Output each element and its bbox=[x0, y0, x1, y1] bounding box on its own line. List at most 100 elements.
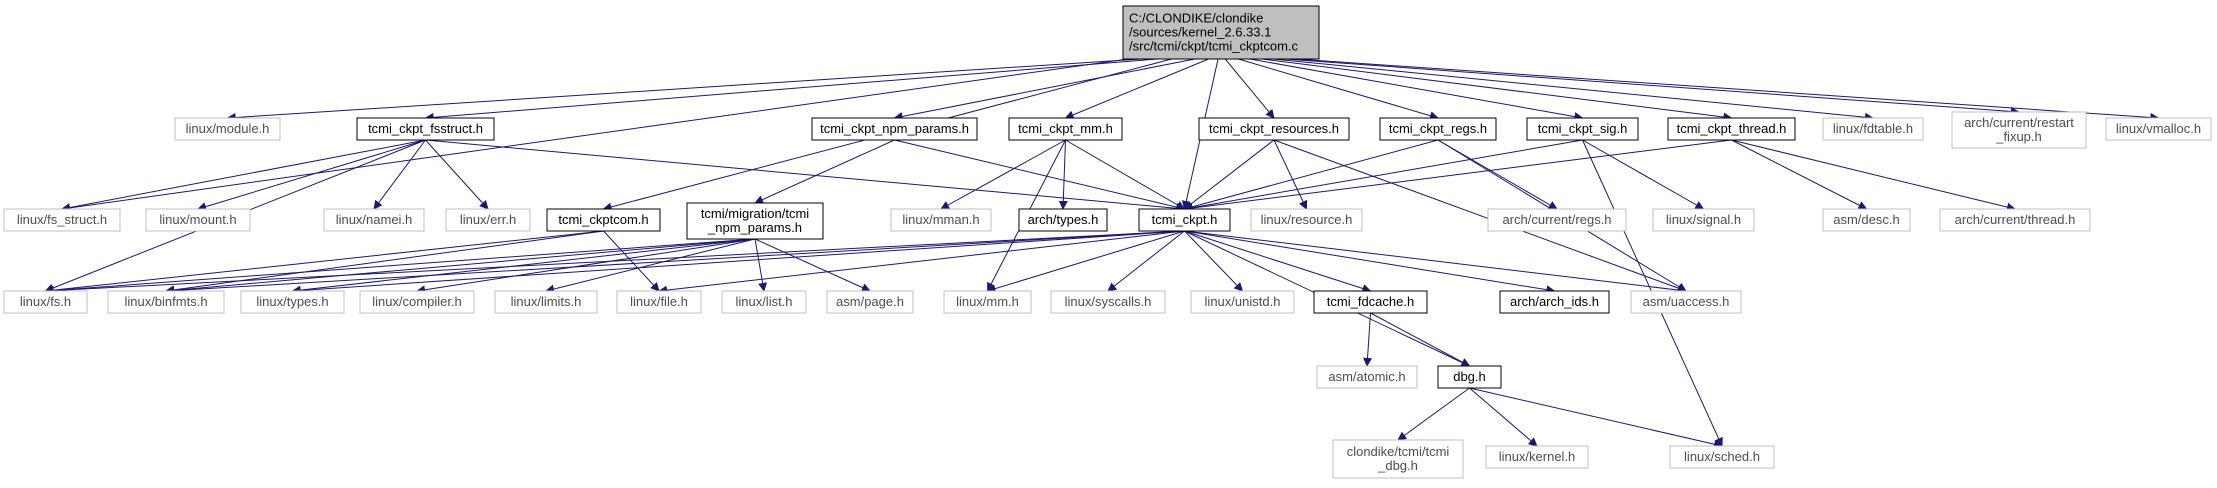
node-tcmi-ckpt-mm[interactable]: tcmi_ckpt_mm.h bbox=[1008, 117, 1123, 141]
node-dbg[interactable]: dbg.h bbox=[1437, 365, 1502, 389]
node-label: tcmi_ckpt_fsstruct.h bbox=[368, 121, 483, 136]
node-linux-syscalls: linux/syscalls.h bbox=[1050, 290, 1166, 314]
node-linux-list: linux/list.h bbox=[721, 290, 807, 314]
node-label: tcmi_ckptcom.h bbox=[558, 212, 648, 227]
node-label: linux/signal.h bbox=[1666, 212, 1741, 227]
edge-root-to-linux_fs_struct bbox=[61, 58, 1129, 213]
node-label: linux/types.h bbox=[256, 294, 328, 309]
node-label: linux/list.h bbox=[735, 294, 792, 309]
node-box bbox=[1487, 208, 1627, 232]
node-linux-sched: linux/sched.h bbox=[1669, 445, 1775, 469]
edge-root-to-linux_vmalloc bbox=[1295, 58, 2160, 122]
node-tcmi-ckpt-regs[interactable]: tcmi_ckpt_regs.h bbox=[1379, 117, 1497, 141]
node-arch-types[interactable]: arch/types.h bbox=[1018, 208, 1108, 232]
node-label: tcmi/migration/tcmi bbox=[701, 206, 809, 221]
node-label: tcmi_fdcache.h bbox=[1327, 294, 1414, 309]
node-box bbox=[323, 208, 425, 232]
node-label: linux/syscalls.h bbox=[1065, 294, 1152, 309]
node-linux-compiler: linux/compiler.h bbox=[359, 290, 475, 314]
edge-tcmi_ckpt_regs-to-tcmi_ckpt bbox=[1183, 139, 1439, 212]
node-box bbox=[1951, 111, 2087, 149]
edges-layer bbox=[44, 58, 2160, 449]
node-label: linux/unistd.h bbox=[1205, 294, 1281, 309]
node-label: _dbg.h bbox=[1377, 458, 1418, 473]
edge-root-to-tcmi_ckpt_sig bbox=[1249, 58, 1584, 122]
edge-tcmi_ckpt-to-linux_fs bbox=[44, 230, 1185, 296]
node-tcmi-ckpt-npm-params[interactable]: tcmi_ckpt_npm_params.h bbox=[811, 117, 978, 141]
node-label: tcmi_ckpt.h bbox=[1152, 212, 1218, 227]
node-tcmi-ckpt-fsstruct[interactable]: tcmi_ckpt_fsstruct.h bbox=[356, 117, 495, 141]
node-label: dbg.h bbox=[1453, 369, 1486, 384]
edge-tcmi_ckpt-to-asm_uaccess bbox=[1184, 230, 1687, 295]
node-root[interactable]: C:/CLONDIKE/clondike/sources/kernel_2.6.… bbox=[1122, 5, 1320, 60]
node-label: asm/uaccess.h bbox=[1643, 294, 1730, 309]
edge-tcmi_ckpt_npm_params-to-tcmi_ckpt bbox=[894, 139, 1186, 212]
node-linux-signal: linux/signal.h bbox=[1652, 208, 1755, 232]
node-label: linux/sched.h bbox=[1684, 449, 1760, 464]
node-label: linux/compiler.h bbox=[372, 294, 462, 309]
node-linux-mman: linux/mman.h bbox=[890, 208, 992, 232]
node-clondike-dbg: clondike/tcmi/tcmi_dbg.h bbox=[1332, 439, 1464, 479]
edge-root-to-linux_module bbox=[226, 58, 1142, 122]
node-label: asm/desc.h bbox=[1833, 212, 1899, 227]
node-tcmi-fdcache[interactable]: tcmi_fdcache.h bbox=[1313, 290, 1428, 314]
node-box bbox=[686, 202, 824, 240]
node-label: arch/types.h bbox=[1028, 212, 1099, 227]
edge-tcmi_migration_npm-to-linux_compiler bbox=[416, 238, 756, 295]
node-asm-desc: asm/desc.h bbox=[1822, 208, 1911, 232]
edge-tcmi_ckpt_resources-to-asm_uaccess bbox=[1273, 139, 1687, 293]
node-label: linux/kernel.h bbox=[1499, 449, 1576, 464]
node-box bbox=[359, 290, 475, 314]
node-linux-kernel: linux/kernel.h bbox=[1485, 445, 1589, 469]
edge-dbg-to-linux_kernel bbox=[1469, 387, 1538, 447]
edge-tcmi_ckptcom_h-to-linux_fs bbox=[44, 230, 604, 295]
node-linux-vmalloc: linux/vmalloc.h bbox=[2105, 117, 2212, 141]
node-label: linux/mm.h bbox=[956, 294, 1019, 309]
edge-tcmi_ckpt_fsstruct-to-linux_mount bbox=[197, 139, 426, 211]
node-tcmi-ckpt[interactable]: tcmi_ckpt.h bbox=[1138, 208, 1231, 232]
node-label: linux/vmalloc.h bbox=[2116, 121, 2201, 136]
edge-tcmi_ckpt-to-linux_unistd bbox=[1184, 230, 1244, 292]
node-asm-uaccess: asm/uaccess.h bbox=[1630, 290, 1742, 314]
node-label: /sources/kernel_2.6.33.1 bbox=[1129, 25, 1271, 40]
node-label: _fixup.h bbox=[1995, 129, 2042, 144]
node-box bbox=[3, 208, 121, 232]
node-arch-restart-fixup: arch/current/restart_fixup.h bbox=[1951, 111, 2087, 149]
node-box bbox=[1939, 208, 2091, 232]
edge-tcmi_ckpt-to-arch_ids bbox=[1184, 230, 1556, 295]
node-box bbox=[721, 290, 807, 314]
node-label: asm/page.h bbox=[836, 294, 904, 309]
node-label: linux/limits.h bbox=[511, 294, 582, 309]
node-box bbox=[1316, 365, 1418, 389]
node-label: linux/mman.h bbox=[902, 212, 979, 227]
node-tcmi-ckptcom-h[interactable]: tcmi_ckptcom.h bbox=[546, 208, 661, 232]
node-tcmi-ckpt-thread[interactable]: tcmi_ckpt_thread.h bbox=[1667, 117, 1796, 141]
node-arch-regs: arch/current/regs.h bbox=[1487, 208, 1627, 232]
node-box bbox=[1018, 208, 1108, 232]
node-tcmi-ckpt-resources[interactable]: tcmi_ckpt_resources.h bbox=[1198, 117, 1350, 141]
edge-tcmi_ckpt-to-linux_mm bbox=[986, 230, 1185, 293]
edge-tcmi_ckpt_thread-to-asm_desc bbox=[1731, 139, 1868, 210]
node-tcmi-migration-npm[interactable]: tcmi/migration/tcmi_npm_params.h bbox=[686, 202, 824, 240]
edge-tcmi_migration_npm-to-linux_fs bbox=[44, 238, 756, 295]
node-label: arch/arch_ids.h bbox=[1510, 294, 1599, 309]
node-linux-err: linux/err.h bbox=[445, 208, 531, 232]
node-box bbox=[943, 290, 1032, 314]
node-label: clondike/tcmi/tcmi bbox=[1347, 444, 1450, 459]
node-box bbox=[1250, 208, 1363, 232]
node-box bbox=[240, 290, 345, 314]
node-linux-module: linux/module.h bbox=[174, 117, 281, 141]
node-linux-fdtable: linux/fdtable.h bbox=[1822, 117, 1924, 141]
node-label: linux/binfmts.h bbox=[124, 294, 207, 309]
node-label: linux/err.h bbox=[460, 212, 516, 227]
node-label: linux/namei.h bbox=[336, 212, 413, 227]
edge-tcmi_ckpt_mm-to-arch_types bbox=[1058, 139, 1068, 210]
edge-tcmi_migration_npm-to-linux_types bbox=[291, 238, 756, 295]
edge-tcmi_ckpt_thread-to-arch_thread bbox=[1731, 139, 2016, 212]
edge-root-to-tcmi_ckpt_regs bbox=[1238, 58, 1439, 121]
node-arch-ids[interactable]: arch/arch_ids.h bbox=[1499, 290, 1610, 314]
node-tcmi-ckpt-sig[interactable]: tcmi_ckpt_sig.h bbox=[1526, 117, 1639, 141]
edge-tcmi_ckptcom_h-to-linux_file bbox=[603, 230, 660, 292]
node-linux-types: linux/types.h bbox=[240, 290, 345, 314]
node-box bbox=[1313, 290, 1428, 314]
